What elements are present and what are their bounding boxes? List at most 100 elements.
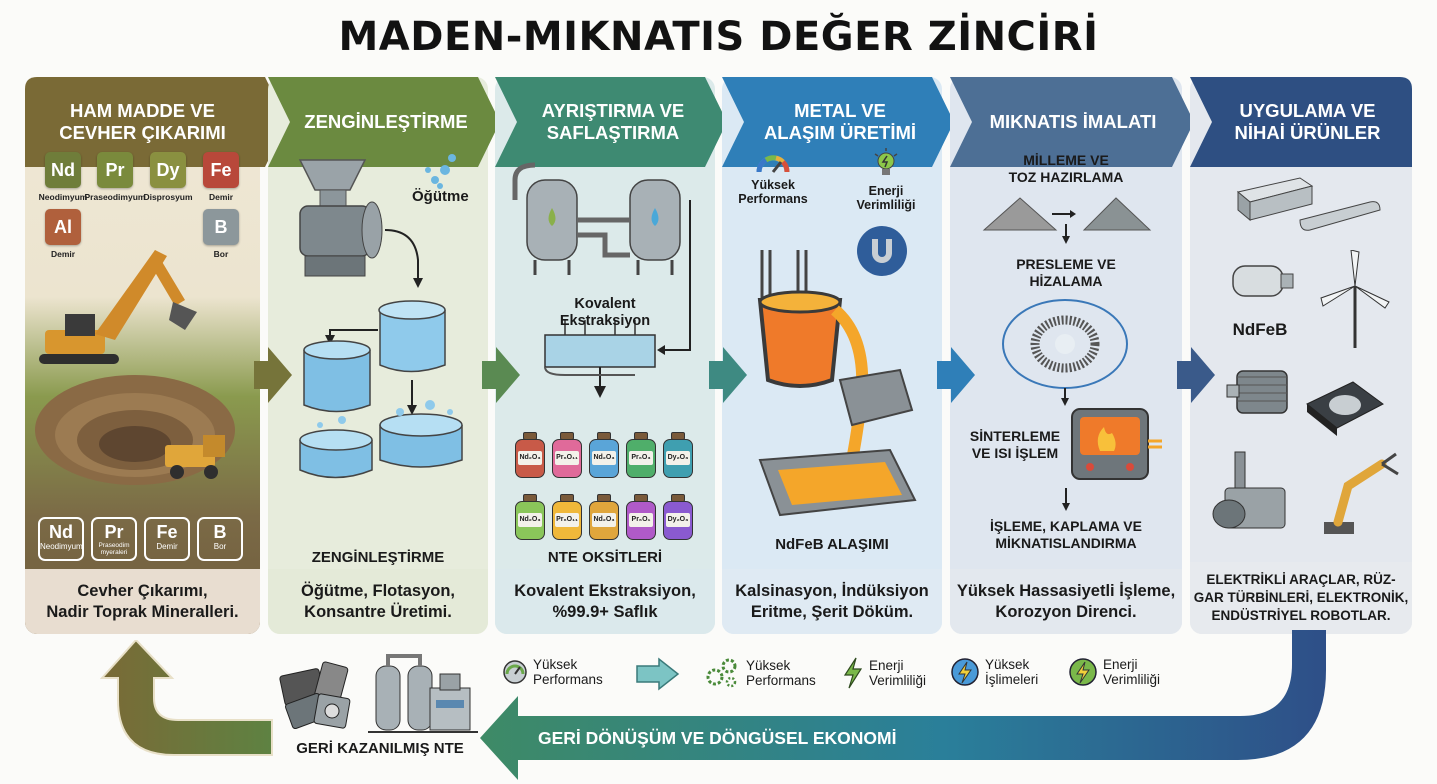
oxide-bottle: Nd₂O₃ — [589, 432, 619, 478]
rare-earth-oxides-label: NTE OKSİTLERİ — [547, 549, 663, 566]
element-tile-al: Al — [45, 209, 81, 245]
element-caption-pr: Praseodimyum — [84, 192, 146, 202]
stage5-footer: Yüksek Hassasiyetli İşleme, Korozyon Dire… — [950, 569, 1182, 634]
grinding-label: Öğütme — [412, 188, 469, 205]
enrichment-label: ZENGİNLEŞTİRME — [311, 549, 445, 566]
oxide-bottle: Pr₆O₁₁ — [552, 494, 582, 540]
oxide-formula-label: Nd₂O₃ — [518, 513, 542, 527]
recycling-banner-label: GERİ DÖNÜŞÜM VE DÖNGÜSEL EKONOMİ — [538, 728, 897, 748]
element-caption-nd: Neodimyum — [38, 192, 88, 202]
recycling-plant-icon — [368, 654, 478, 733]
stage6-footer: ELEKTRİKLİ ARAÇLAR, RÜZ- GAR TÜRBİNLERİ, … — [1190, 562, 1412, 634]
stage6-footer-line1: ELEKTRİKLİ ARAÇLAR, RÜZ- — [1206, 572, 1396, 587]
e-waste-pile-icon — [279, 661, 351, 730]
element-tile-dy: Dy — [150, 152, 186, 188]
gauge-icon — [503, 660, 527, 684]
legend-arrow-right-icon — [636, 657, 680, 691]
stage1-title-line2: CEVHER ÇIKARIMI — [59, 122, 226, 143]
lightning-icon — [843, 657, 863, 689]
element-tile-nd: Nd — [45, 152, 81, 188]
stage1-footer: Cevher Çıkarımı, Nadir Toprak Mineralleri… — [25, 569, 260, 634]
stage4-footer-line2: Eritme, Şerit Döküm. — [750, 602, 914, 621]
page-title: MADEN-MIKNATIS DEĞER ZİNCİRİ — [338, 14, 1099, 60]
extraction-tanks-illustration — [512, 162, 691, 398]
stage6-footer-line3: ENDÜSTRİYEL ROBOTLAR. — [1211, 608, 1391, 623]
stage4-footer-line1: Kalsinasyon, İndüksiyon — [735, 581, 929, 600]
magnet-blocks-illustration — [1236, 177, 1381, 231]
stage6-footer-line2: GAR TÜRBİNLERİ, ELEKTRONİK, — [1193, 590, 1409, 605]
oxide-bottle: Dy₂O₃ — [663, 494, 693, 540]
stage5-footer-line2: Korozyon Direnci. — [995, 602, 1137, 621]
stage1-footer-line2: Nadir Toprak Mineralleri. — [46, 602, 239, 621]
furnace-casting-illustration — [757, 250, 917, 517]
recovered-rare-earths-label: GERİ KAZANILMIŞ NTE — [296, 740, 464, 757]
oxide-formula-label: Nd₂O₃ — [592, 513, 616, 527]
excavator-mine-illustration — [35, 250, 235, 485]
stage3-footer: Kovalent Ekstraksiyon, %99.9+ Saflık — [495, 569, 715, 634]
oxide-formula-label: Nd₂O₃ — [518, 451, 542, 465]
element-caption-b: Bor — [213, 249, 229, 259]
wind-turbine-icon — [1320, 250, 1390, 348]
oxide-formula-label: Dy₂O₃ — [666, 451, 690, 465]
lightning-circle-green-icon — [1069, 658, 1097, 686]
element-tile-b: B — [203, 209, 239, 245]
oxide-bottle: Nd₂O₃ — [515, 432, 545, 478]
stage2-footer-line2: Konsantre Üretimi. — [304, 602, 452, 621]
oxide-formula-label: Pr₆O₁₁ — [555, 513, 579, 527]
stage-magnet-manufacturing: Yüksek Hassasiyetli İşleme, Korozyon Dire… — [950, 77, 1182, 634]
electric-motor-icon — [1232, 265, 1294, 297]
lightbulb-icon — [874, 148, 898, 175]
stage5-header-chevron — [950, 77, 1194, 167]
oxide-formula-label: Pr₆O₁ — [629, 513, 653, 527]
sintering-furnace-illustration — [1071, 408, 1162, 480]
oxide-bottle: Pr₆O₁₁ — [552, 432, 582, 478]
stage3-footer-line1: Kovalent Ekstraksiyon, — [514, 581, 696, 600]
lightning-circle-blue-icon — [951, 658, 979, 686]
stage3-title-line2: SAFLAŞTIRMA — [546, 122, 680, 143]
recycling-loop-arrow — [480, 630, 1326, 780]
powder-piles-illustration — [982, 197, 1152, 244]
element-tile-pr: Pr — [97, 152, 133, 188]
oxide-formula-label: Dy₂O₃ — [666, 513, 690, 527]
flow-arrow-1 — [254, 347, 292, 403]
oxide-formula-label: Pr₆O₃ — [629, 451, 653, 465]
element-caption-al: Demir — [50, 249, 76, 259]
gears-icon — [706, 658, 737, 688]
grinding-mill-flotation-illustration — [298, 154, 463, 479]
stage1-header-chevron — [25, 77, 287, 167]
arrow-down-icon — [1062, 488, 1070, 511]
oxide-formula-label: Pr₆O₁₁ — [555, 451, 579, 465]
stage6-title-line2: NİHAİ ÜRÜNLER — [1234, 122, 1381, 143]
oxide-bottle: Pr₆O₃ — [626, 432, 656, 478]
flow-arrow-2 — [482, 347, 520, 403]
stage2-header-chevron — [268, 77, 500, 167]
oxide-bottle: Pr₆O₁ — [626, 494, 656, 540]
stage5-header: MIKNATIS İMALATI — [989, 111, 1157, 132]
ndfeb-magnet-label: NdFeB — [1232, 320, 1288, 339]
factory-icon — [1212, 451, 1286, 529]
element-caption-dy: Disprosyum — [143, 192, 193, 202]
stage1-footer-line1: Cevher Çıkarımı, — [77, 581, 208, 600]
stage3-footer-line2: %99.9+ Saflık — [552, 602, 658, 621]
magnet-icon — [857, 226, 907, 276]
stage4-title-line2: ALAŞIM ÜRETİMİ — [763, 122, 917, 143]
stage5-footer-line1: Yüksek Hassasiyetli İşleme, — [956, 581, 1176, 600]
